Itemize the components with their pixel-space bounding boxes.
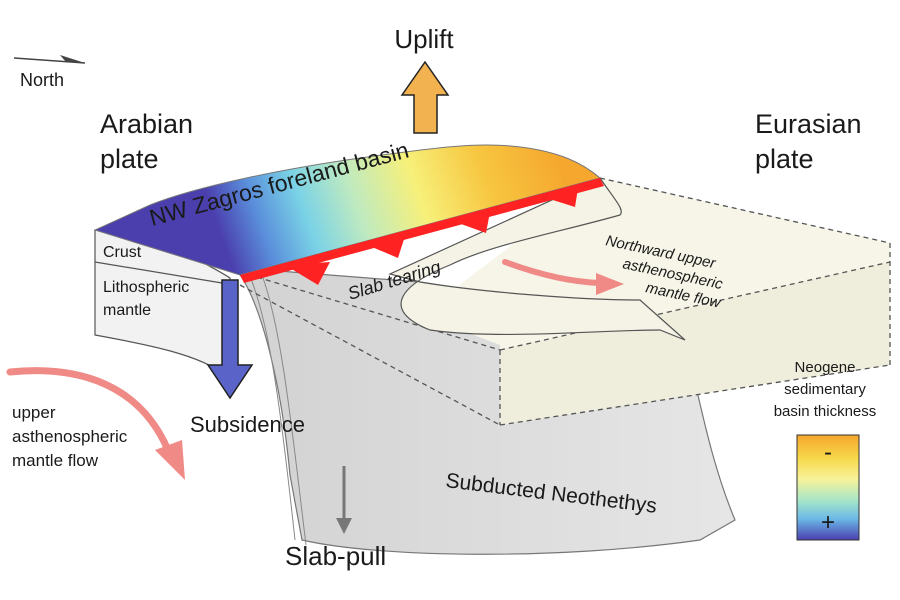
legend-minus: - (824, 439, 832, 466)
thrust-front (240, 178, 604, 285)
left-flow-arrow (6, 367, 185, 480)
slab-tear-flap (388, 177, 686, 341)
legend-plus: + (821, 509, 835, 536)
subsidence-arrow (206, 279, 254, 400)
eurasian-plate-label-2: plate (755, 144, 814, 174)
legend-title-1: Neogene (795, 359, 856, 376)
uplift-label: Uplift (394, 24, 454, 54)
lithospheric-label-1: Lithospheric (103, 279, 189, 296)
slab-layer-line-1 (247, 271, 296, 541)
subsidence-label: Subsidence (190, 412, 305, 437)
north-label: North (20, 70, 64, 90)
legend-title-2: sedimentary (784, 381, 866, 398)
slab-layer-line-2 (261, 274, 307, 546)
crust-boundary (94, 261, 223, 284)
eurasian-plate-label-1: Eurasian (755, 109, 862, 139)
upper-flow-label-2: asthenospheric (12, 427, 128, 446)
eurasian-block-edges (239, 177, 891, 426)
crust-label: Crust (103, 244, 142, 261)
slab-pull-label: Slab-pull (285, 541, 386, 571)
upper-flow-label-3: mantle flow (12, 451, 99, 470)
north-arrow: North (13, 55, 86, 90)
legend-color-bar (796, 434, 860, 541)
lithospheric-label-2: mantle (103, 302, 151, 319)
uplift-arrow (400, 60, 450, 134)
arabian-plate-label-2: plate (100, 144, 159, 174)
thickness-legend: Neogene sedimentary basin thickness - + (774, 359, 877, 541)
legend-title-3: basin thickness (774, 403, 877, 420)
eurasian-block-side (500, 262, 890, 425)
foreland-basin-surface (93, 144, 602, 276)
arabian-plate-label-1: Arabian (100, 109, 193, 139)
slab-pull-arrow (336, 466, 352, 534)
upper-flow-label-1: upper (12, 403, 56, 422)
northward-flow-arrow (502, 259, 624, 295)
